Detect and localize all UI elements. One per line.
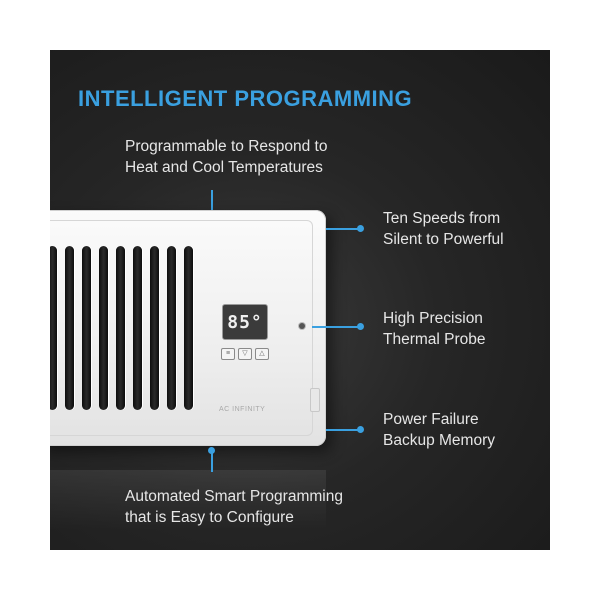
vent-slat	[167, 246, 176, 410]
connector-dot-speeds	[357, 225, 364, 232]
vent-slat	[82, 246, 91, 410]
side-tab	[310, 388, 320, 412]
connector-line-memory	[326, 429, 358, 431]
callout-line: Power Failure	[383, 411, 479, 428]
callout-line: Heat and Cool Temperatures	[125, 159, 323, 176]
callout-thermal-probe: High Precision Thermal Probe	[383, 308, 486, 350]
callout-backup-memory: Power Failure Backup Memory	[383, 409, 495, 451]
connector-dot-memory	[357, 426, 364, 433]
product-feature-panel: INTELLIGENT PROGRAMMING Programmable to …	[50, 50, 550, 550]
connector-line-bottom	[211, 450, 213, 472]
menu-icon: ≡	[221, 348, 235, 360]
vent-slat	[133, 246, 142, 410]
connector-line-speeds	[326, 228, 358, 230]
floor-reflection	[50, 470, 326, 530]
vent-slat	[184, 246, 193, 410]
callout-line: that is Easy to Configure	[125, 509, 294, 526]
callout-line: Thermal Probe	[383, 331, 486, 348]
vent-slats	[50, 246, 198, 410]
vent-frame	[50, 220, 313, 436]
up-arrow-icon: △	[255, 348, 269, 360]
vent-slat	[65, 246, 74, 410]
temperature-display: 85°	[222, 304, 268, 340]
callout-line: Backup Memory	[383, 432, 495, 449]
vent-slat	[116, 246, 125, 410]
brand-logo: AC INFINITY	[219, 406, 266, 413]
callout-smart-programming: Automated Smart Programming that is Easy…	[125, 486, 343, 528]
callout-line: Ten Speeds from	[383, 210, 501, 227]
vent-slat	[50, 246, 57, 410]
register-booster-fan: 85° ≡ ▽ △ AC INFINITY	[50, 210, 326, 446]
vent-slat	[150, 246, 159, 410]
down-arrow-icon: ▽	[238, 348, 252, 360]
thermal-probe	[299, 323, 305, 329]
callout-line: Automated Smart Programming	[125, 488, 343, 505]
callout-programmable: Programmable to Respond to Heat and Cool…	[125, 136, 327, 178]
control-buttons: ≡ ▽ △	[221, 348, 269, 360]
connector-line-probe	[312, 326, 358, 328]
connector-dot-probe	[357, 323, 364, 330]
callout-line: Silent to Powerful	[383, 231, 504, 248]
callout-speeds: Ten Speeds from Silent to Powerful	[383, 208, 504, 250]
callout-line: High Precision	[383, 310, 483, 327]
headline: INTELLIGENT PROGRAMMING	[78, 86, 413, 111]
callout-line: Programmable to Respond to	[125, 138, 328, 155]
connector-line-top	[211, 190, 213, 212]
vent-slat	[99, 246, 108, 410]
